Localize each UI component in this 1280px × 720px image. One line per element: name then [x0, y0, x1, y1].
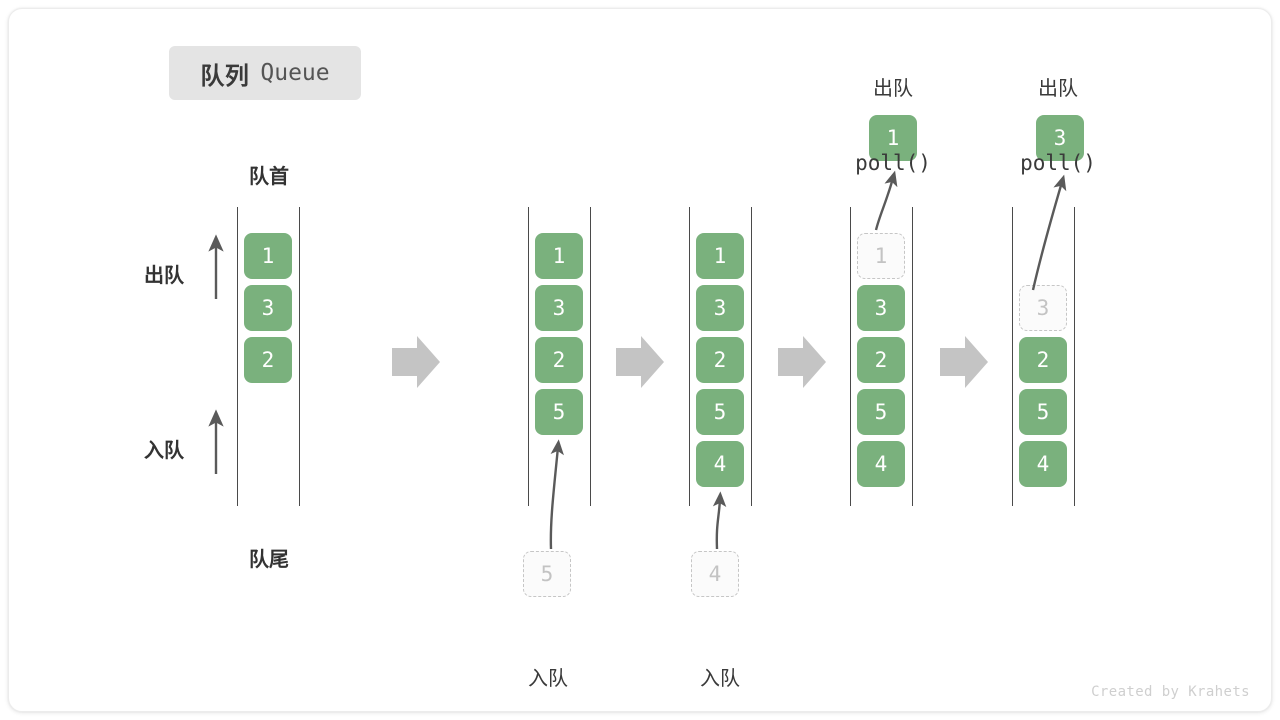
queue-item: 2: [857, 337, 905, 383]
queue-rail-right: [299, 207, 300, 506]
queue-item: 1: [244, 233, 292, 279]
title-label-en: Queue: [260, 60, 330, 86]
operation-label-poll-1: 出队 poll(): [803, 30, 983, 225]
queue-item: 3: [535, 285, 583, 331]
queue-item-new: 4: [696, 441, 744, 487]
queue-column-after-poll-1: 1 3 2 5 4: [850, 207, 913, 506]
queue-item: 2: [535, 337, 583, 383]
operation-name-cn: 出队: [1038, 78, 1078, 101]
queue-item: 1: [535, 233, 583, 279]
operation-code: poll(): [855, 151, 931, 176]
queue-column-after-offer-5: 1 3 2 5: [528, 207, 591, 506]
queue-rail-left: [850, 207, 851, 506]
queue-item: 1: [696, 233, 744, 279]
incoming-element-5: 5: [523, 551, 571, 597]
dequeue-side-label: 出队: [144, 265, 184, 287]
queue-item: 5: [696, 389, 744, 435]
queue-item: 2: [244, 337, 292, 383]
operation-label-offer-4: 入队 offer(4): [620, 620, 820, 720]
queue-column-initial: 1 3 2: [237, 207, 300, 506]
operation-label-offer-5: 入队 offer(5): [448, 620, 648, 720]
queue-item-removed: 1: [857, 233, 905, 279]
enqueue-side-label: 入队: [144, 440, 184, 462]
queue-item: 3: [696, 285, 744, 331]
queue-item: 3: [857, 285, 905, 331]
queue-rail-right: [1074, 207, 1075, 506]
queue-item-removed: 3: [1019, 285, 1067, 331]
queue-head-label: 队首: [249, 166, 289, 188]
queue-item-new: 5: [535, 389, 583, 435]
operation-label-poll-3: 出队 poll(): [968, 30, 1148, 225]
queue-rail-right: [751, 207, 752, 506]
title-label-cn: 队列: [200, 62, 250, 90]
incoming-element-4: 4: [691, 551, 739, 597]
operation-code: poll(): [1020, 151, 1096, 176]
queue-item: 2: [696, 337, 744, 383]
queue-item: 5: [857, 389, 905, 435]
queue-rail-left: [528, 207, 529, 506]
operation-name-cn: 出队: [873, 78, 913, 101]
credit-text: Created by Krahets: [1091, 684, 1250, 700]
operation-name-cn: 入队: [700, 668, 740, 691]
poll-result-1: 1: [869, 115, 917, 161]
queue-column-after-offer-4: 1 3 2 5 4: [689, 207, 752, 506]
queue-rail-left: [237, 207, 238, 506]
queue-item: 5: [1019, 389, 1067, 435]
queue-item: 3: [244, 285, 292, 331]
queue-rail-left: [1012, 207, 1013, 506]
queue-rail-left: [689, 207, 690, 506]
title-badge: 队列 Queue: [169, 46, 361, 100]
queue-item: 4: [1019, 441, 1067, 487]
queue-rail-right: [590, 207, 591, 506]
poll-result-3: 3: [1036, 115, 1084, 161]
operation-name-cn: 入队: [528, 668, 568, 691]
queue-item: 4: [857, 441, 905, 487]
queue-item: 2: [1019, 337, 1067, 383]
queue-tail-label: 队尾: [249, 549, 289, 571]
queue-column-after-poll-3: 3 2 5 4: [1012, 207, 1075, 506]
queue-rail-right: [912, 207, 913, 506]
